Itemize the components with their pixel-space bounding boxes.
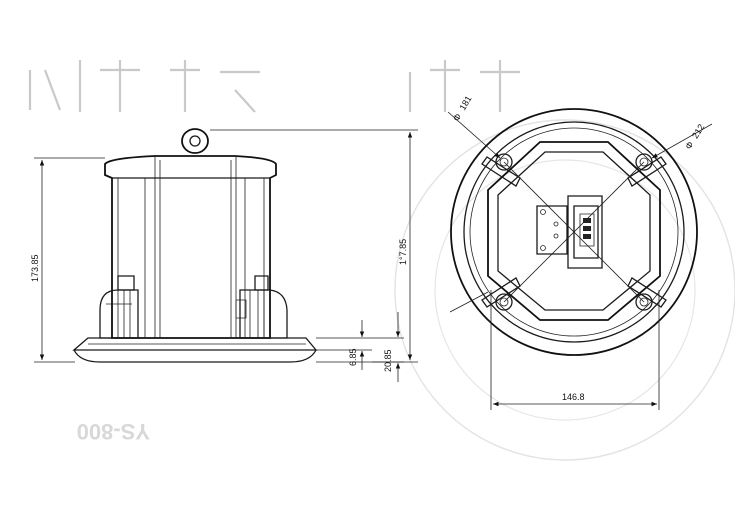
cutout-diameter-prefix: Φ (451, 112, 463, 123)
outer-diameter-value: 212 (690, 122, 706, 140)
bezel-thickness-dimension: 6.85 (316, 320, 372, 370)
inner-rim (463, 121, 685, 343)
cutout-diameter-value: 181 (457, 94, 473, 112)
bezel-height-dimension: 20.85 (372, 312, 404, 382)
terminal-block (536, 195, 603, 269)
bezel-height-label: 20.85 (383, 349, 393, 372)
outer-rim (450, 108, 698, 356)
watermark: YS-800 (28, 60, 735, 461)
mount-spacing-label: 146.8 (562, 392, 585, 402)
height-total-label: 173.85 (30, 254, 40, 282)
outer-diameter-label: Φ 212 (683, 122, 706, 151)
mounting-screws (495, 153, 653, 311)
outer-diameter-prefix: Φ (683, 140, 695, 151)
height-mid-label: 1°7.85 (398, 239, 408, 265)
outer-diameter-dimension: Φ 212 (651, 122, 713, 159)
octagon-frame (487, 141, 661, 321)
height-mid-dimension: 1°7.85 (210, 129, 418, 363)
mount-spacing-dimension: 146.8 (490, 290, 660, 410)
housing-outline (104, 155, 277, 339)
height-total-dimension: 173.85 (30, 157, 105, 363)
side-view: 173.85 1°7.85 6.85 20.85 (30, 128, 418, 382)
bezel-thickness-label: 6.85 (348, 348, 358, 366)
watermark-model-text: YS-800 (77, 419, 150, 444)
cutout-diameter-label: Φ 181 (451, 94, 474, 123)
mounting-ring (181, 128, 209, 154)
bezel-flange (72, 337, 318, 363)
right-mounting-clip (235, 275, 288, 339)
left-mounting-clip (99, 275, 139, 339)
